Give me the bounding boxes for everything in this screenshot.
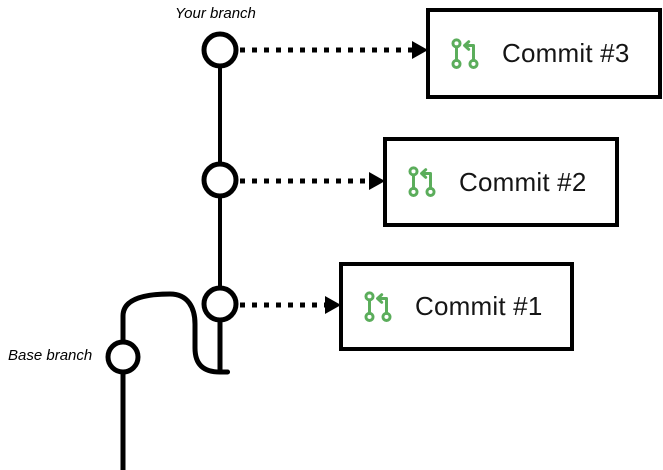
commit-card-3-label: Commit #3: [502, 38, 630, 68]
commit-card-1-label: Commit #1: [415, 291, 543, 321]
commit-card-2[interactable]: Commit #2: [383, 137, 619, 227]
commit-card-2-label: Commit #2: [459, 166, 587, 197]
git-pull-request-icon: [408, 166, 436, 197]
arrow-to-commit-3: [240, 41, 428, 59]
arrow-to-commit-1: [240, 296, 341, 314]
git-pull-request-icon: [364, 290, 392, 322]
base-branch-s-curve: [120, 291, 230, 375]
arrow-to-commit-2: [240, 172, 385, 190]
commit-node-3[interactable]: [201, 31, 239, 69]
commit-node-1[interactable]: [201, 285, 239, 323]
base-branch-node[interactable]: [105, 339, 141, 375]
commit-node-2[interactable]: [201, 161, 239, 199]
commit-card-1[interactable]: Commit #1: [339, 262, 574, 351]
git-pull-request-icon: [451, 37, 479, 69]
commit-card-3[interactable]: Commit #3: [426, 8, 662, 99]
your-branch-label: Your branch: [175, 5, 256, 22]
base-branch-label: Base branch: [8, 347, 93, 364]
